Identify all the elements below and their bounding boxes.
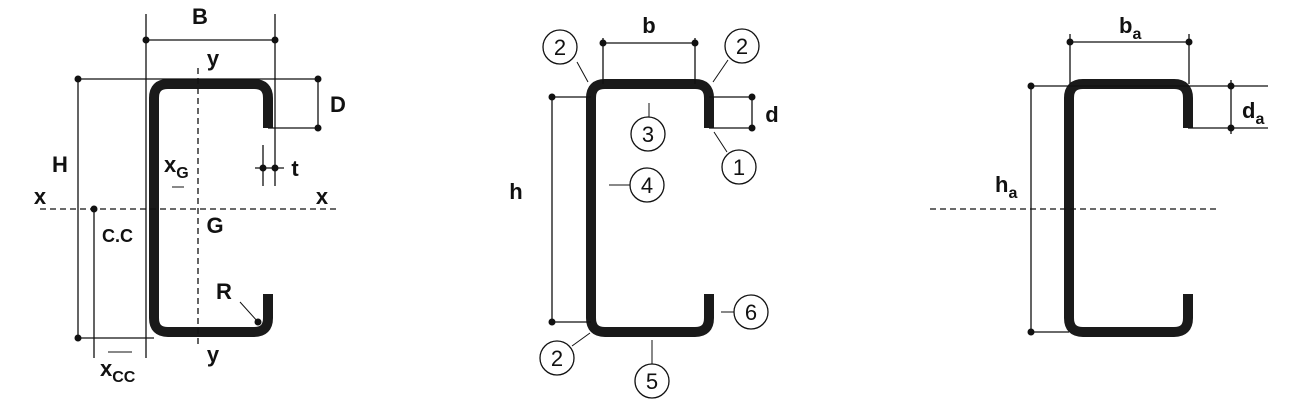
b-dim-end — [271, 36, 279, 44]
part-2-marker-bottom-left — [539, 340, 575, 376]
ba-label: ba — [1119, 13, 1141, 43]
figure-section-effective: ba ha da — [930, 13, 1268, 337]
c-section-3 — [1064, 79, 1193, 337]
part-4-number: 4 — [641, 173, 653, 198]
h-dim-end — [548, 318, 556, 326]
b-dim-end — [142, 36, 150, 44]
part-1-number: 1 — [733, 155, 745, 180]
ha-dim-end — [1027, 328, 1035, 336]
b-dim-end — [599, 39, 607, 47]
y-axis-bottom-label: y — [207, 342, 220, 367]
da-label: da — [1242, 98, 1264, 128]
b-label: B — [192, 4, 208, 29]
da-dim-end — [1227, 82, 1235, 90]
part-2-number: 2 — [736, 34, 748, 59]
radius-leader — [239, 301, 259, 323]
d-dim-end — [314, 124, 322, 132]
h-dim-end — [74, 75, 82, 83]
part-5-marker — [634, 363, 670, 399]
part-6-number: 6 — [745, 300, 757, 325]
h-dim-end — [548, 93, 556, 101]
h-label: H — [52, 152, 68, 177]
part-3-number: 3 — [642, 122, 654, 147]
part-2-leader — [712, 59, 729, 83]
ha-dim-end — [1027, 82, 1035, 90]
part-2-leader — [576, 61, 589, 83]
d-label: D — [330, 92, 346, 117]
da-dim-end — [1227, 124, 1235, 132]
d-label: d — [765, 102, 778, 127]
ba-dim-end — [1066, 38, 1074, 46]
shear-center-label: C.C — [102, 226, 133, 246]
part-3-marker — [630, 116, 666, 152]
xcc-label: xCC — [100, 356, 136, 386]
part-1-marker — [721, 149, 757, 185]
part-4-marker — [629, 167, 665, 203]
t-dim-end — [259, 164, 267, 172]
x-axis-left-label: x — [34, 184, 47, 209]
h-label: h — [509, 179, 522, 204]
radius-point — [254, 318, 262, 326]
part-2-leader — [571, 332, 591, 347]
shear-center-point — [90, 205, 98, 213]
centroid-label: G — [206, 213, 223, 238]
ha-label: ha — [995, 172, 1017, 202]
c-section-2 — [586, 79, 714, 337]
part-2-number: 2 — [554, 35, 566, 60]
xg-label: xG — [164, 152, 189, 182]
d-dim-end — [748, 124, 756, 132]
b-dim-end — [691, 39, 699, 47]
part-2-number: 2 — [551, 346, 563, 371]
figure-section-properties: B H D t y y x x xG G C — [34, 4, 346, 386]
radius-label: R — [216, 279, 232, 304]
ba-dim-end — [1185, 38, 1193, 46]
y-axis-top-label: y — [207, 46, 220, 71]
part-1-leader — [713, 131, 728, 153]
t-dim-end — [271, 164, 279, 172]
part-5-number: 5 — [646, 369, 658, 394]
part-2-marker-top-right — [724, 28, 760, 64]
d-dim-end — [748, 93, 756, 101]
h-dim-end — [74, 334, 82, 342]
c-section-1 — [149, 79, 273, 337]
part-6-marker — [733, 294, 769, 330]
part-2-marker-top-left — [542, 29, 578, 65]
figure-section-parts: b h d 2 2 3 1 4 6 2 — [509, 13, 779, 399]
b-label: b — [642, 13, 655, 38]
x-axis-right-label: x — [316, 184, 329, 209]
t-label: t — [291, 156, 299, 181]
d-dim-end — [314, 75, 322, 83]
